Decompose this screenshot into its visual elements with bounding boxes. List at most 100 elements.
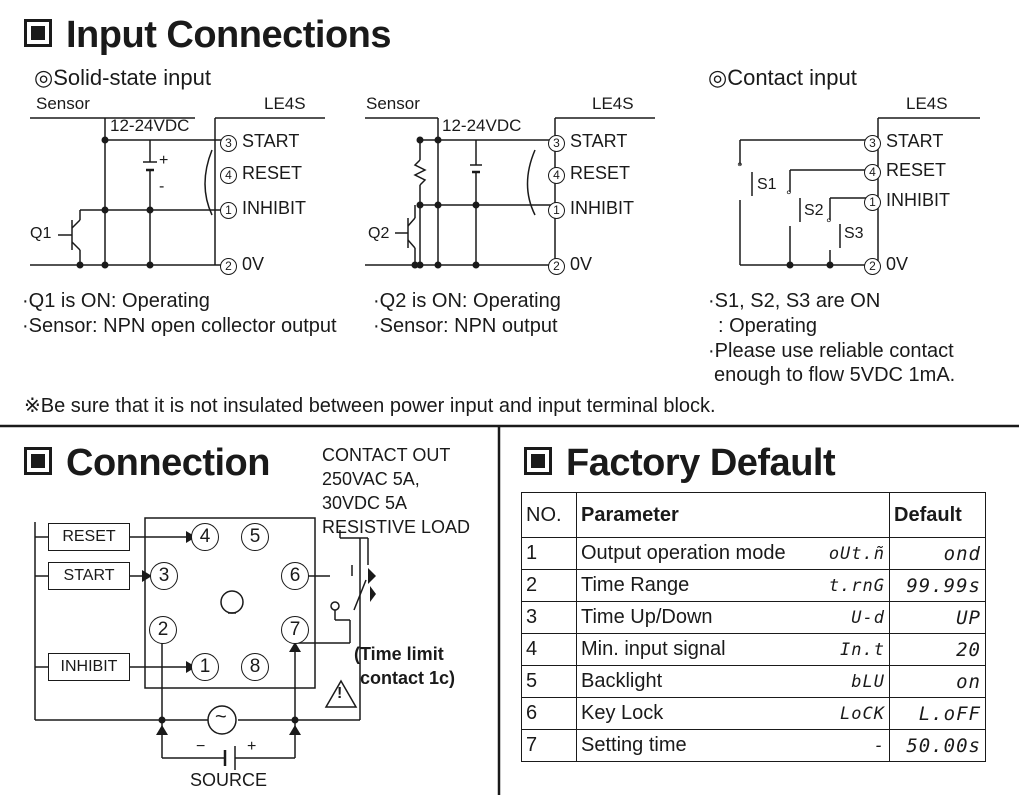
table-row: 4 Min. input signal In.t 20 [521, 633, 986, 666]
row-default: 20 [889, 633, 986, 666]
spec-line: 250VAC 5A, [322, 469, 420, 489]
pin-number: 4 [220, 167, 237, 184]
note-line: ·Q1 is ON: Operating [22, 290, 210, 312]
row-code: t.rnG [807, 569, 890, 602]
pin-number: 2 [220, 258, 237, 275]
note-line: ·Sensor: NPN output [373, 315, 558, 337]
pin-5: 5 [241, 523, 269, 551]
table-row: 1 Output operation mode oUt.ñ ond [521, 537, 986, 570]
start-box: START [48, 562, 130, 590]
header-parameter: Parameter [576, 492, 890, 538]
header-no: NO. [521, 492, 577, 538]
header-default: Default [889, 492, 986, 538]
row-no: 6 [521, 697, 577, 730]
spec-line: CONTACT OUT [322, 445, 451, 465]
row-no: 7 [521, 729, 577, 762]
row-parameter: Output operation mode [576, 537, 807, 570]
pin-1: 1 [191, 653, 219, 681]
reset-box: RESET [48, 523, 130, 551]
row-no: 1 [521, 537, 577, 570]
row-default: 50.00s [889, 729, 986, 762]
row-parameter: Key Lock [576, 697, 807, 730]
spec-line: RESISTIVE LOAD [322, 517, 471, 537]
square-bullet-icon [524, 446, 552, 475]
switch-s1-label: S1 [757, 176, 777, 193]
device-label: LE4S [264, 94, 306, 113]
terminal-reset: 4 RESET [220, 163, 302, 184]
table-row: 3 Time Up/Down U-d UP [521, 601, 986, 634]
contact-out-spec: CONTACT OUT 250VAC 5A, 30VDC 5A RESISTIV… [322, 443, 470, 539]
device-label: LE4S [906, 94, 948, 113]
note-line: enough to flow 5VDC 1mA. [714, 364, 956, 386]
plus-label: + [247, 738, 257, 755]
square-bullet-icon [24, 446, 52, 475]
spec-line: 30VDC 5A [322, 493, 408, 513]
plus-label: + [159, 152, 169, 169]
row-default: UP [889, 601, 986, 634]
input-connections-title: Input Connections [24, 14, 392, 57]
row-code: bLU [807, 665, 890, 698]
row-default: on [889, 665, 986, 698]
time-limit-note: (Time limit contact 1c) [354, 642, 455, 690]
pin-number: 3 [548, 135, 565, 152]
pin-number: 1 [220, 202, 237, 219]
row-code: In.t [807, 633, 890, 666]
supply-label: 12-24VDC [442, 116, 522, 135]
terminal-inhibit: 1 INHIBIT [548, 198, 634, 219]
table-header-row: NO. Parameter Default [521, 492, 986, 538]
pin-number: 3 [864, 135, 881, 152]
pin-number: 4 [548, 167, 565, 184]
note-line: (Time limit [354, 644, 444, 664]
terminal-0v: 2 0V [864, 254, 908, 275]
row-code: LoCK [807, 697, 890, 730]
row-parameter: Min. input signal [576, 633, 807, 666]
pin-2: 2 [149, 616, 177, 644]
solid-state-title: ◎Solid-state input [34, 65, 211, 90]
table-row: 7 Setting time - 50.00s [521, 729, 986, 762]
row-default: 99.99s [889, 569, 986, 602]
inhibit-box: INHIBIT [48, 653, 130, 681]
factory-default-title: Factory Default [524, 442, 836, 485]
row-code: U-d [807, 601, 890, 634]
insulation-warning: ※Be sure that it is not insulated betwee… [24, 395, 716, 417]
pin-number: 4 [864, 164, 881, 181]
note-line: ·Q2 is ON: Operating [373, 290, 561, 312]
switch-s3-label: S3 [844, 225, 864, 242]
row-no: 3 [521, 601, 577, 634]
terminal-start: 3 START [864, 131, 943, 152]
sensor-label: Sensor [36, 94, 90, 113]
row-no: 2 [521, 569, 577, 602]
factory-default-table: NO. Parameter Default 1 Output operation… [521, 492, 986, 762]
pin-number: 2 [864, 258, 881, 275]
row-code: oUt.ñ [807, 537, 890, 570]
svg-text:°: ° [737, 159, 743, 175]
row-code: - [807, 729, 890, 762]
terminal-reset: 4 RESET [548, 163, 630, 184]
minus-label: − [196, 738, 206, 755]
svg-text:°: ° [826, 215, 832, 231]
pin-4: 4 [191, 523, 219, 551]
contact-input-title: ◎Contact input [708, 65, 857, 90]
pin-8: 8 [241, 653, 269, 681]
pin-7: 7 [281, 616, 309, 644]
square-bullet-icon [24, 18, 52, 47]
ac-source-icon: ~ [215, 706, 227, 728]
source-label: SOURCE [190, 770, 268, 790]
note-line: : Operating [718, 315, 817, 337]
minus-label: - [159, 178, 165, 195]
terminal-inhibit: 1 INHIBIT [220, 198, 306, 219]
terminal-reset: 4 RESET [864, 160, 946, 181]
transistor-label: Q1 [30, 225, 52, 242]
terminal-start: 3 START [220, 131, 299, 152]
terminal-0v: 2 0V [220, 254, 264, 275]
table-row: 6 Key Lock LoCK L.oFF [521, 697, 986, 730]
pin-number: 3 [220, 135, 237, 152]
switch-s2-label: S2 [804, 202, 824, 219]
connection-title: Connection [24, 442, 270, 485]
terminal-start: 3 START [548, 131, 627, 152]
terminal-0v: 2 0V [548, 254, 592, 275]
svg-text:°: ° [786, 187, 792, 203]
device-label: LE4S [592, 94, 634, 113]
row-default: ond [889, 537, 986, 570]
